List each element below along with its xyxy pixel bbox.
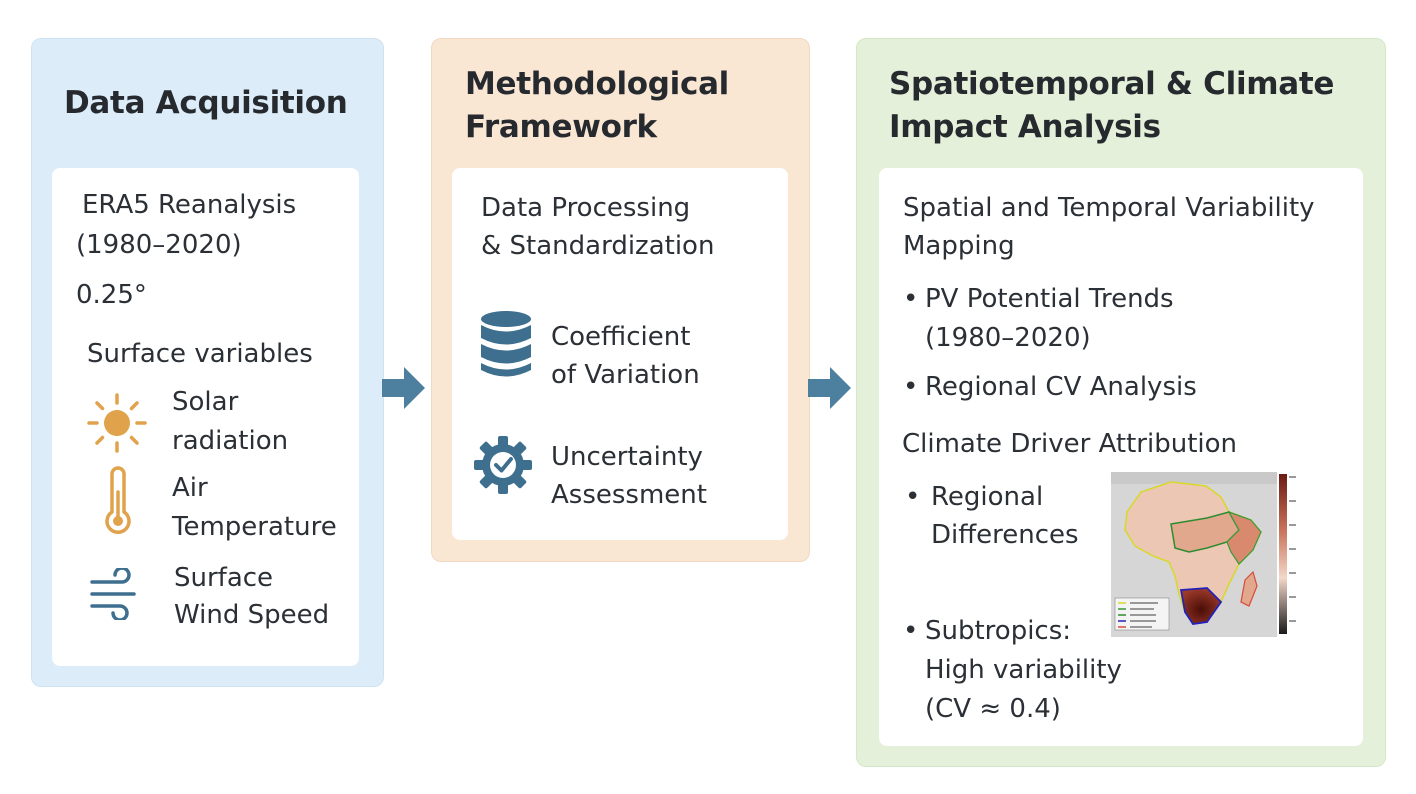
climate-driver-heading: Climate Driver Attribution <box>902 429 1238 459</box>
regional-differences-line1: Regional <box>931 482 1044 512</box>
era5-source-line1: ERA5 Reanalysis <box>82 190 297 220</box>
air-temperature-line2: Temperature <box>172 512 337 542</box>
data-acquisition-title: Data Acquisition <box>64 85 348 121</box>
era5-source-line2: (1980–2020) <box>76 230 242 260</box>
solar-radiation-line2: radiation <box>172 426 289 456</box>
regional-cv-analysis: Regional CV Analysis <box>925 372 1197 402</box>
analysis-title-line1: Spatiotemporal & Climate <box>889 66 1335 102</box>
pv-trends-line2: (1980–2020) <box>925 323 1091 353</box>
africa-cv-map <box>1111 472 1296 637</box>
air-temperature-line1: Air <box>172 473 208 503</box>
framework-title-line1: Methodological <box>465 66 730 102</box>
flow-arrow-2 <box>808 367 851 409</box>
subtropics-line3: (CV ≈ 0.4) <box>925 694 1061 724</box>
bullet-marker: • <box>903 372 919 402</box>
gear-check-icon <box>474 436 532 494</box>
resolution-label: 0.25° <box>76 280 147 310</box>
processing-line1: Data Processing <box>481 193 691 223</box>
bullet-marker: • <box>903 284 919 314</box>
cv-line2: of Variation <box>551 360 700 390</box>
database-icon <box>481 311 531 377</box>
regional-differences-line2: Differences <box>931 520 1079 550</box>
surface-variables-heading: Surface variables <box>87 339 313 369</box>
solar-radiation-line1: Solar <box>172 387 239 417</box>
bullet-marker: • <box>903 616 919 646</box>
subtropics-line2: High variability <box>925 655 1122 685</box>
wind-speed-line1: Surface <box>174 563 274 593</box>
sun-icon <box>87 393 147 453</box>
mapping-line1: Spatial and Temporal Variability <box>903 193 1315 223</box>
bullet-marker: • <box>905 482 921 512</box>
mapping-line2: Mapping <box>903 231 1015 261</box>
wind-speed-line2: Wind Speed <box>174 600 330 630</box>
wind-icon <box>90 568 136 620</box>
flow-arrow-1 <box>382 367 425 409</box>
uncertainty-line1: Uncertainty <box>551 442 703 472</box>
framework-title-line2: Framework <box>465 109 657 145</box>
thermometer-icon <box>105 466 131 534</box>
subtropics-line1: Subtropics: <box>925 616 1072 646</box>
processing-line2: & Standardization <box>481 231 715 261</box>
uncertainty-line2: Assessment <box>551 480 707 510</box>
analysis-card <box>879 168 1363 746</box>
cv-line1: Coefficient <box>551 322 691 352</box>
pv-trends-line1: PV Potential Trends <box>925 284 1174 314</box>
analysis-title-line2: Impact Analysis <box>889 109 1161 145</box>
